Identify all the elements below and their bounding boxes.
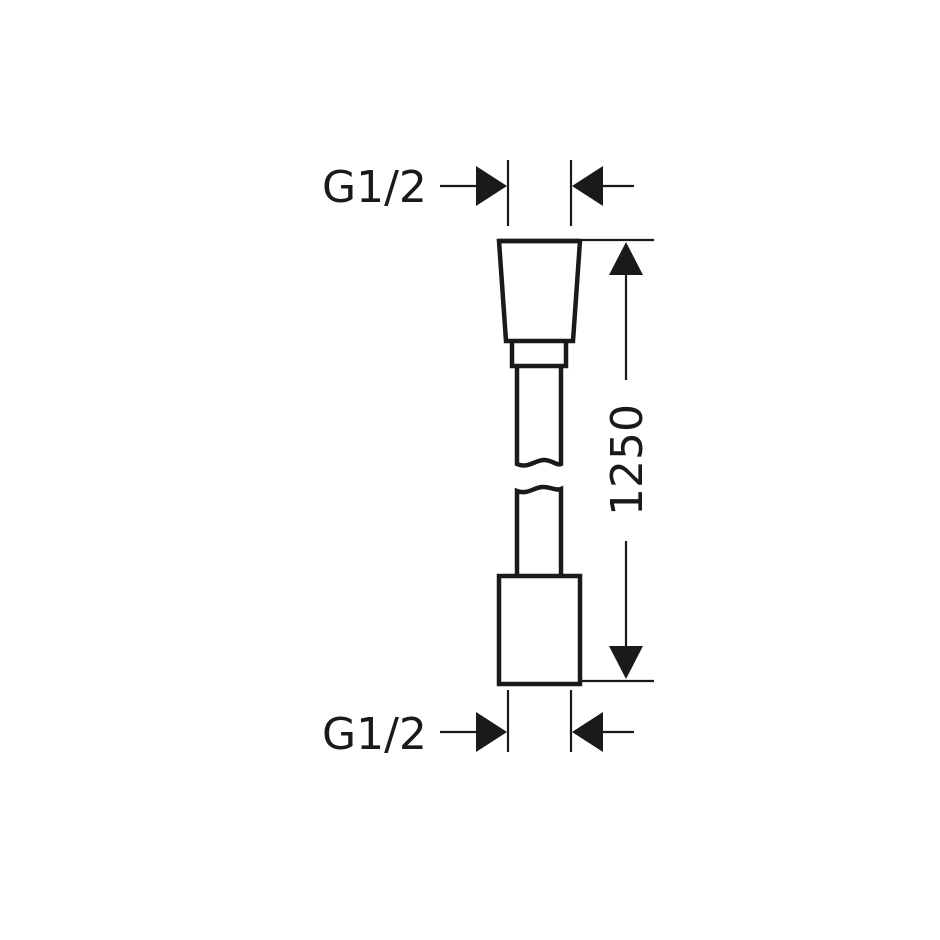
upper-fitting [496,238,583,369]
length-dimension: 1250 [582,238,654,683]
bottom-thread-label: G1/2 [322,709,427,760]
top-thread-label: G1/2 [322,162,427,213]
top-thread-arrow-left [476,166,507,206]
hose-lower-tube [514,484,564,576]
bottom-thread-arrow-left [476,712,507,752]
hose-lower-segment [514,484,564,576]
length-arrow-top [609,242,643,275]
lower-nut [496,573,583,687]
length-label: 1250 [602,404,653,516]
hose-upper-tube [514,366,564,468]
hose-upper-segment [514,366,564,468]
top-thread-dimension: G1/2 [322,160,634,226]
bottom-thread-arrow-right [572,712,603,752]
upper-collar [509,341,569,369]
bottom-thread-dimension: G1/2 [322,690,634,760]
top-thread-arrow-right [572,166,603,206]
length-arrow-bottom [609,646,643,679]
lower-fitting [496,573,583,687]
upper-nut [496,238,583,344]
